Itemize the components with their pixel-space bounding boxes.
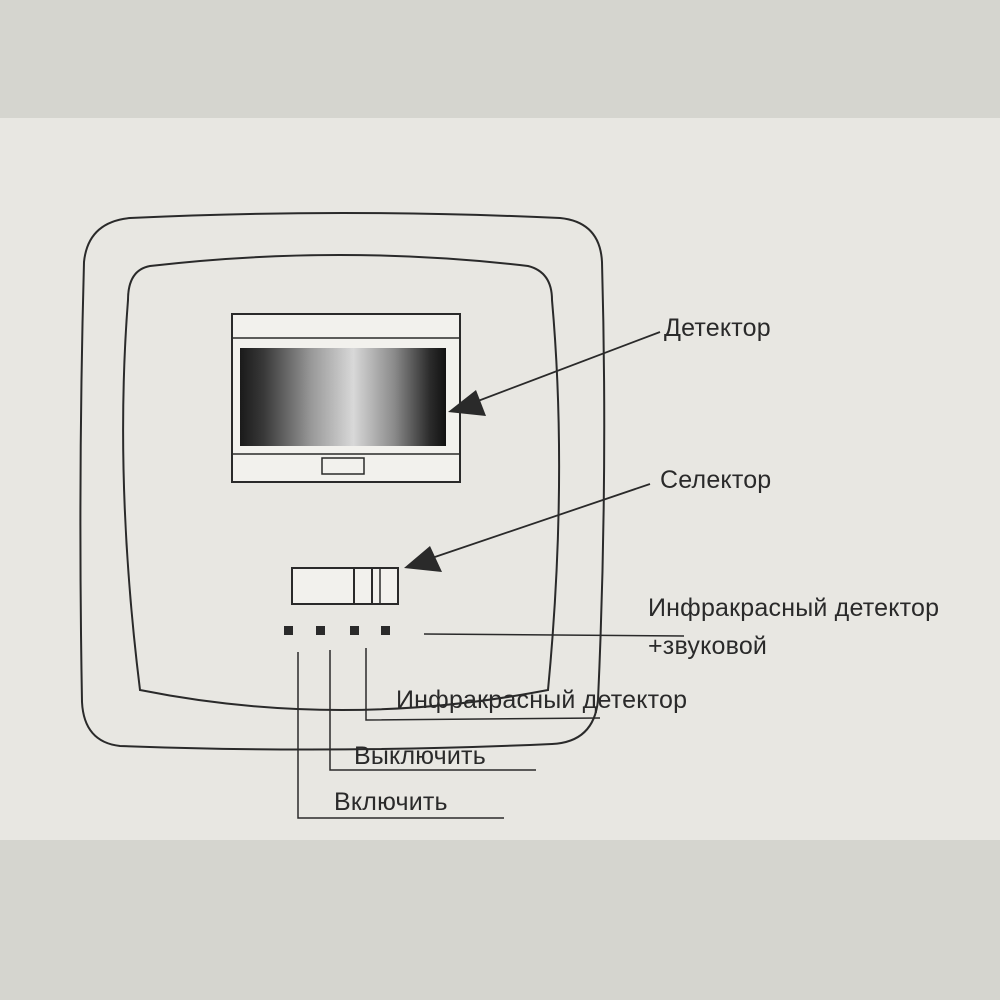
selector-switch[interactable] (291, 567, 399, 605)
arrow-selector (404, 483, 651, 572)
inner-frame (122, 254, 561, 711)
position-marker-ir-sound (381, 626, 390, 635)
label-ir-sound-line2: +звуковой (648, 632, 768, 660)
leader-off (329, 650, 536, 771)
leader-ir (365, 648, 601, 721)
detector-latch (321, 457, 365, 475)
position-marker-off (316, 626, 325, 635)
label-on: Включить (334, 788, 448, 816)
leader-on (297, 652, 504, 819)
leader-ir-sound (423, 633, 685, 637)
detector-lens (240, 348, 446, 446)
arrow-detector (448, 331, 661, 416)
label-selector: Селектор (660, 466, 772, 494)
position-marker-on (284, 626, 293, 635)
label-ir-only: Инфракрасный детектор (396, 686, 688, 714)
detector-window (231, 313, 461, 483)
label-off: Выключить (354, 742, 486, 770)
paper-sheet (0, 118, 1000, 840)
outer-frame (79, 212, 606, 751)
label-ir-sound-line1: Инфракрасный детектор (648, 594, 940, 622)
label-detector: Детектор (664, 314, 771, 342)
position-marker-ir (350, 626, 359, 635)
